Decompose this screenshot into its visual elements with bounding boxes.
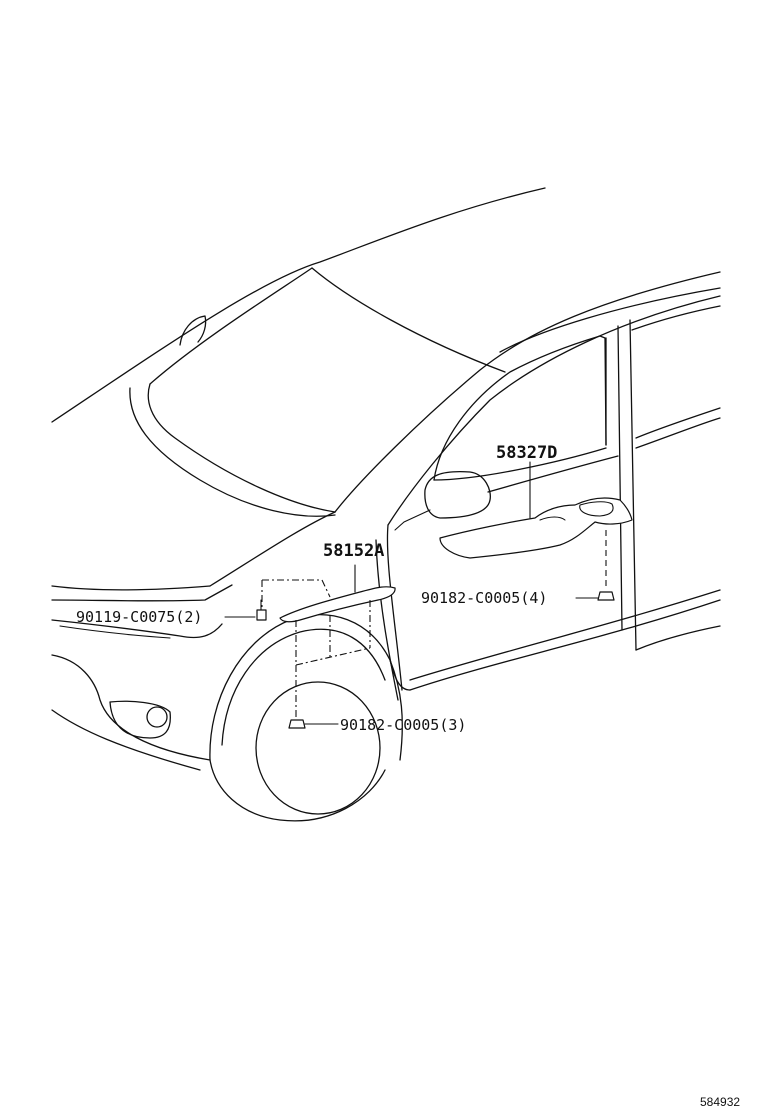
part-58152a: [261, 564, 396, 718]
label-90182-c0005-4: 90182-C0005(4): [421, 589, 547, 607]
diagram-code: 584932: [700, 1095, 740, 1109]
label-90119-c0075-2: 90119-C0075(2): [76, 608, 202, 626]
fastener-90182-c0005-fender: [288, 719, 339, 729]
car-outline: [51, 187, 721, 822]
label-58327d: 58327D: [496, 443, 557, 463]
fastener-90119-c0075: [224, 599, 267, 621]
fastener-90182-c0005-door: [575, 530, 615, 601]
label-58152a: 58152A: [323, 541, 384, 561]
part-58327d: [439, 461, 633, 559]
label-90182-c0005-3: 90182-C0005(3): [340, 716, 466, 734]
